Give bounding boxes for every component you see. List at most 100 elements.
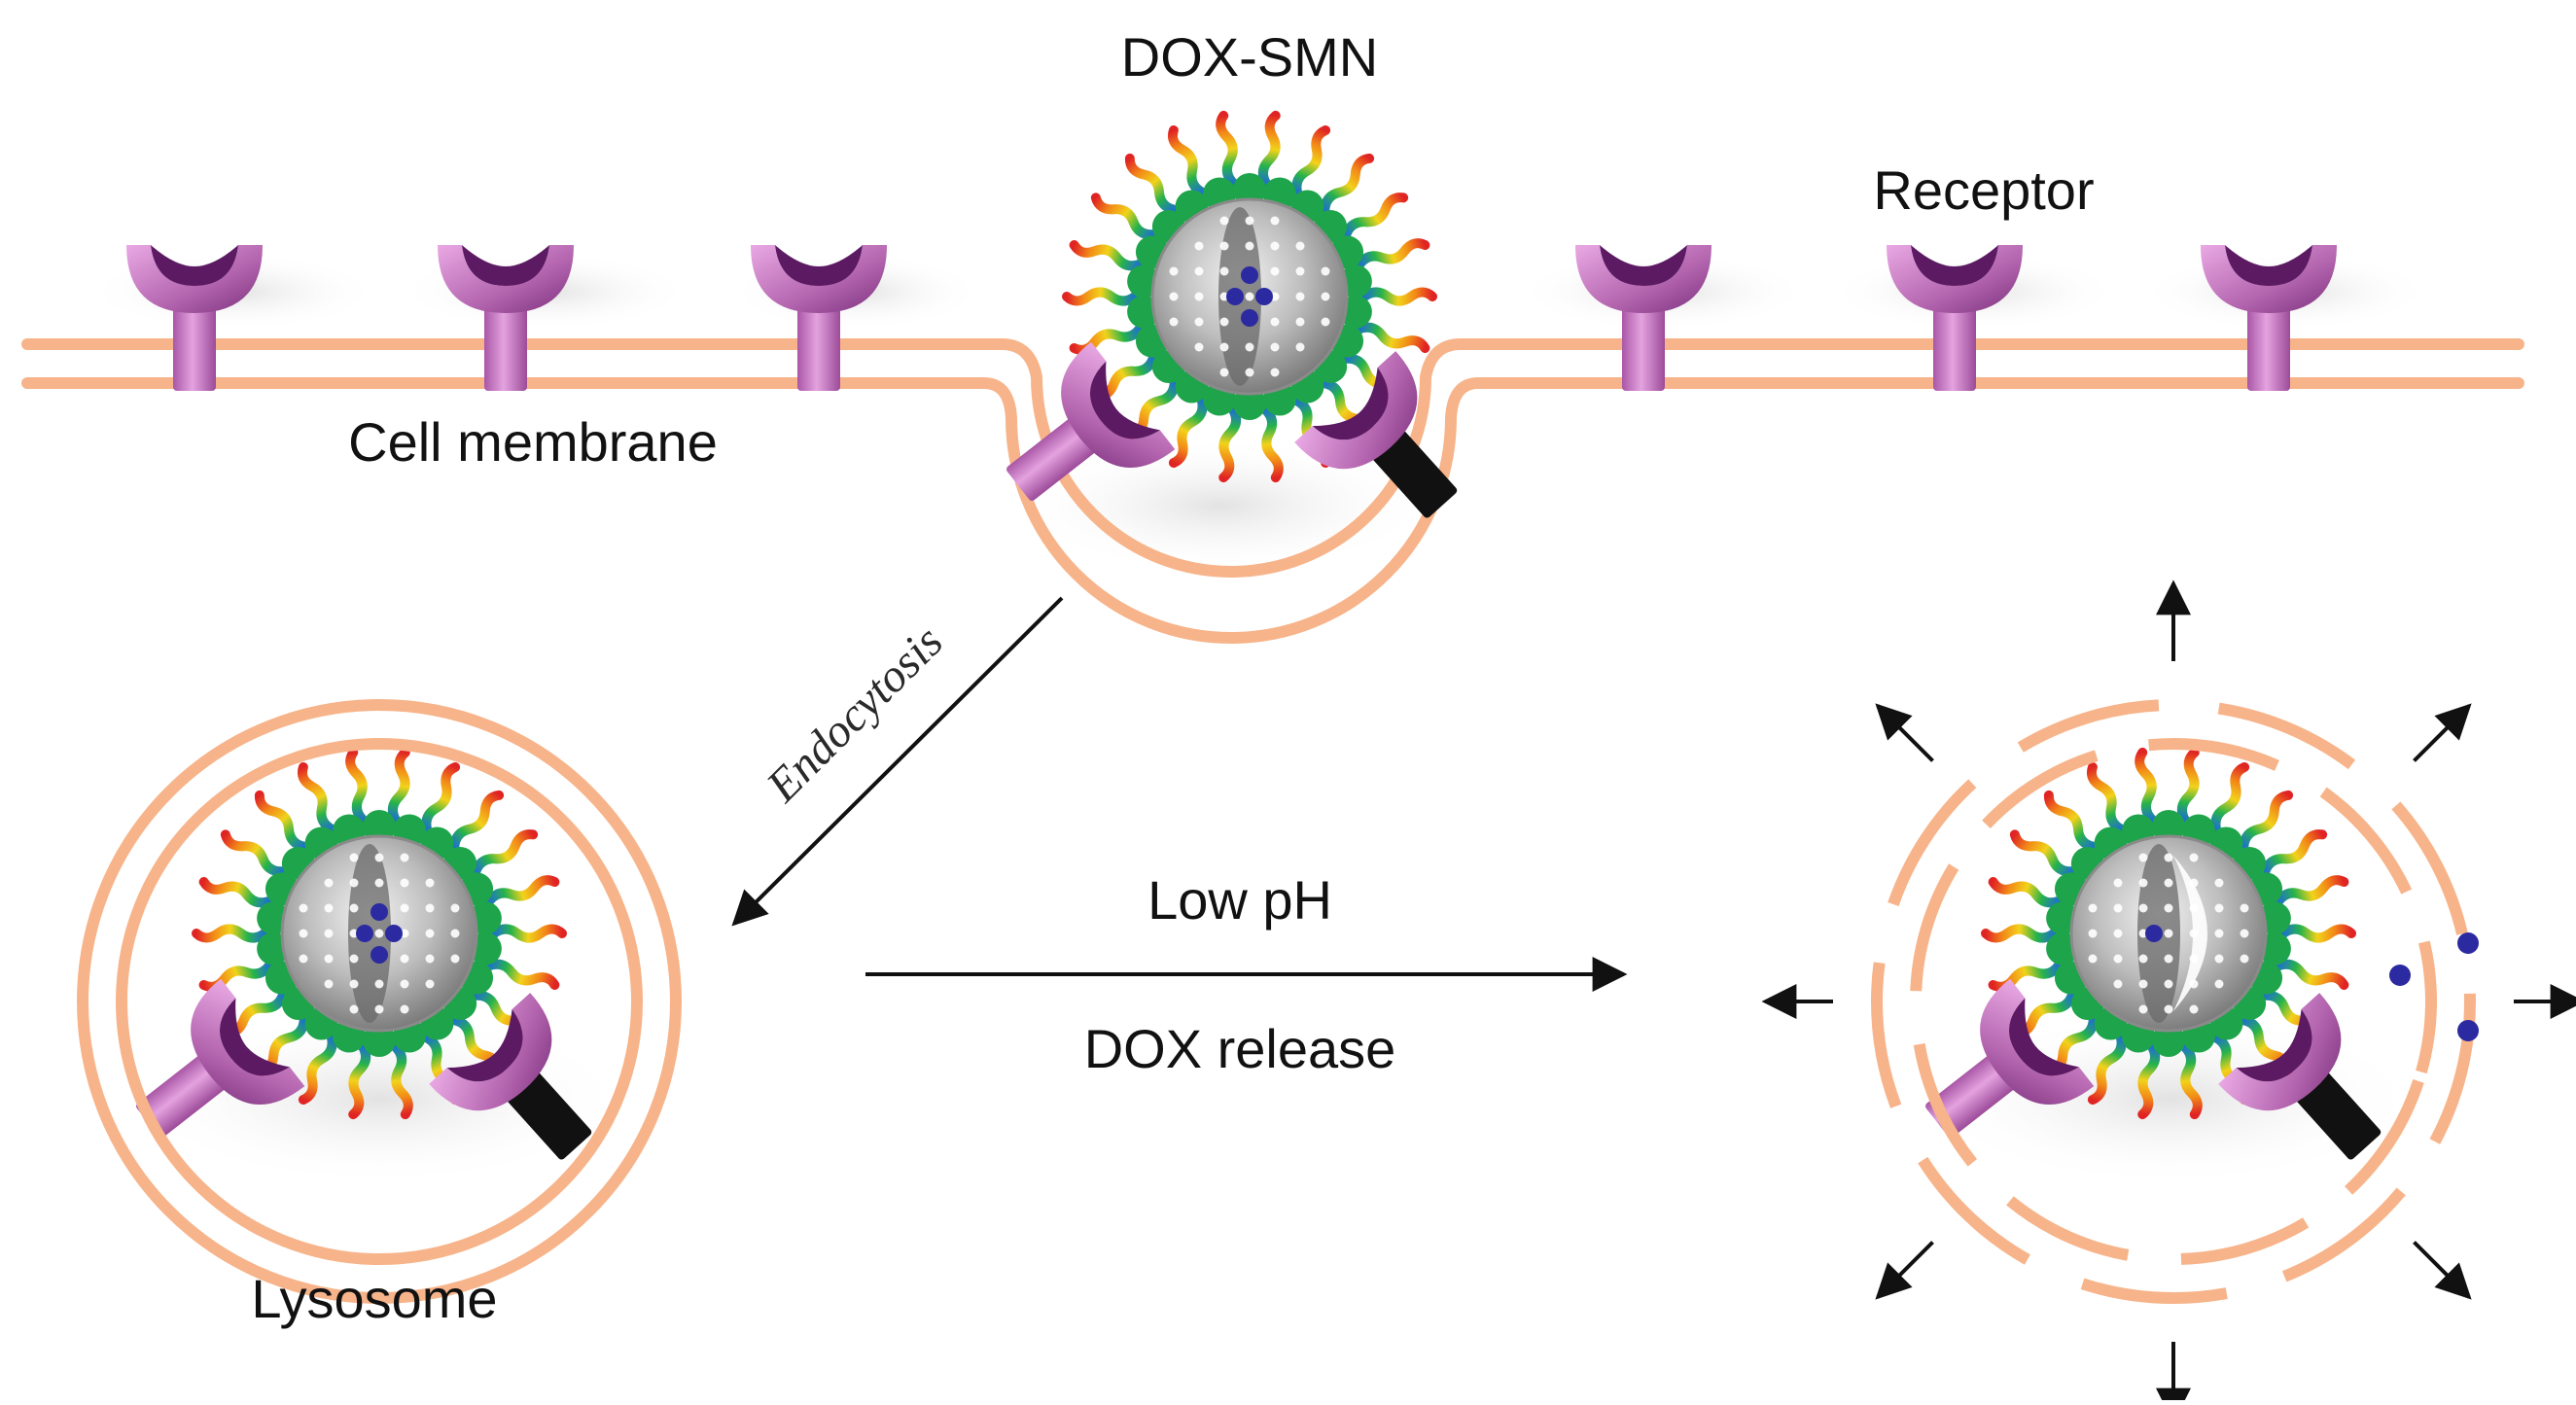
peg-chain [1359, 287, 1437, 306]
receptor-icon [2218, 993, 2382, 1160]
peg-chain [220, 829, 288, 877]
burst-arrow [2413, 703, 2472, 762]
peg-chain [1981, 924, 2059, 943]
dox-molecule-icon [385, 925, 403, 942]
peg-chain [1320, 153, 1375, 215]
peg-chain [2278, 924, 2356, 943]
nanoparticle-label: DOX-SMN [1121, 26, 1378, 88]
nanoparticle-releasing [1925, 747, 2382, 1160]
receptor-icon [136, 978, 305, 1138]
peg-chain [1988, 877, 2064, 908]
peg-chain [345, 747, 369, 825]
peg-chain [1257, 110, 1281, 189]
dox-molecule-icon [2389, 965, 2411, 986]
dox-molecule-icon [1226, 288, 1244, 305]
ruptured-lysosome-membrane [1871, 699, 2476, 1304]
dox-molecule-icon [1241, 266, 1258, 284]
peg-chain [1355, 322, 1430, 353]
peg-chain [2274, 875, 2349, 906]
peg-chain [484, 875, 560, 906]
lysosome-label: Lysosome [251, 1268, 497, 1329]
peg-chain [2239, 790, 2294, 852]
peg-chain [2137, 1041, 2161, 1120]
receptor-icon [126, 245, 263, 391]
peg-chain [1260, 404, 1284, 483]
peg-chain [1167, 124, 1207, 197]
targeting-ligand [2152, 810, 2185, 843]
nanoparticle-in-lysosome [136, 747, 592, 1160]
targeting-ligand [1233, 173, 1266, 206]
receptor-icon [438, 245, 574, 391]
peg-chain [2135, 747, 2158, 825]
peg-chain [1341, 193, 1409, 240]
peg-chain [1355, 238, 1430, 269]
peg-chain [2087, 1033, 2127, 1106]
dox-molecule-icon [2457, 932, 2479, 954]
peg-chain [1069, 240, 1145, 271]
peg-chain [484, 959, 560, 990]
low-ph-label: Low pH [1147, 869, 1332, 931]
dox-molecule-icon [371, 903, 388, 921]
receptor-icon [429, 993, 592, 1160]
peg-chain [1216, 110, 1239, 189]
peg-chain [489, 924, 567, 943]
peg-chain [198, 961, 274, 992]
cell-membrane [21, 338, 2524, 644]
dox-release-label: DOX release [1084, 1018, 1396, 1079]
process-arrows [731, 596, 1628, 992]
burst-arrow [1875, 1241, 1934, 1300]
receptor-icon [1575, 245, 1711, 391]
peg-chain [198, 877, 274, 908]
targeting-ligand [2152, 1024, 2185, 1057]
peg-chain [471, 829, 539, 877]
peg-chain [2274, 959, 2349, 990]
receptor-icon [1887, 245, 2023, 391]
targeting-ligand [1233, 387, 1266, 420]
dox-molecule-icon [356, 925, 373, 942]
receptor-label: Receptor [1873, 159, 2094, 221]
peg-chain [1218, 404, 1242, 483]
peg-chain [192, 924, 269, 943]
peg-chain [1168, 396, 1208, 469]
nanoparticle-dox-smn-top [1006, 110, 1458, 518]
lysosome-membrane [77, 699, 682, 1304]
receptor-icon [2201, 245, 2337, 391]
dox-molecule-icon [1255, 288, 1273, 305]
peg-chain [1062, 287, 1140, 306]
peg-chain [449, 790, 505, 852]
targeting-ligand [363, 810, 396, 843]
targeting-ligand [363, 1024, 396, 1057]
endocytosis-arrow [731, 596, 1064, 927]
dox-molecule-icon [2457, 1020, 2479, 1041]
surface-receptors [126, 245, 2337, 391]
peg-chain [1090, 193, 1158, 240]
peg-chain [1291, 124, 1331, 197]
dox-molecule-icon [2145, 925, 2163, 942]
peg-chain [254, 790, 309, 852]
dox-molecule-icon [371, 946, 388, 964]
peg-chain [1069, 324, 1145, 355]
peg-chain [421, 761, 461, 834]
peg-chain [1988, 961, 2064, 992]
peg-chain [2176, 747, 2200, 825]
cell-membrane-label: Cell membrane [348, 411, 718, 473]
peg-chain [387, 747, 410, 825]
membrane-inner-line [21, 377, 2524, 644]
peg-chain [1124, 153, 1180, 215]
peg-chain [390, 1041, 413, 1120]
peg-chain [2043, 790, 2099, 852]
peg-chain [297, 761, 336, 834]
released-dox-molecules [2389, 932, 2479, 1041]
receptor-icon [751, 245, 887, 391]
receptor-icon [1006, 341, 1176, 501]
peg-chain [2086, 761, 2126, 834]
peg-chain [2210, 761, 2250, 834]
dox-molecule-icon [1241, 309, 1258, 327]
burst-arrows [1761, 580, 2576, 1405]
membrane-outer-line [21, 338, 2524, 578]
burst-arrow [1875, 703, 1934, 762]
peg-chain [2260, 829, 2328, 877]
receptor-icon [1294, 351, 1458, 518]
